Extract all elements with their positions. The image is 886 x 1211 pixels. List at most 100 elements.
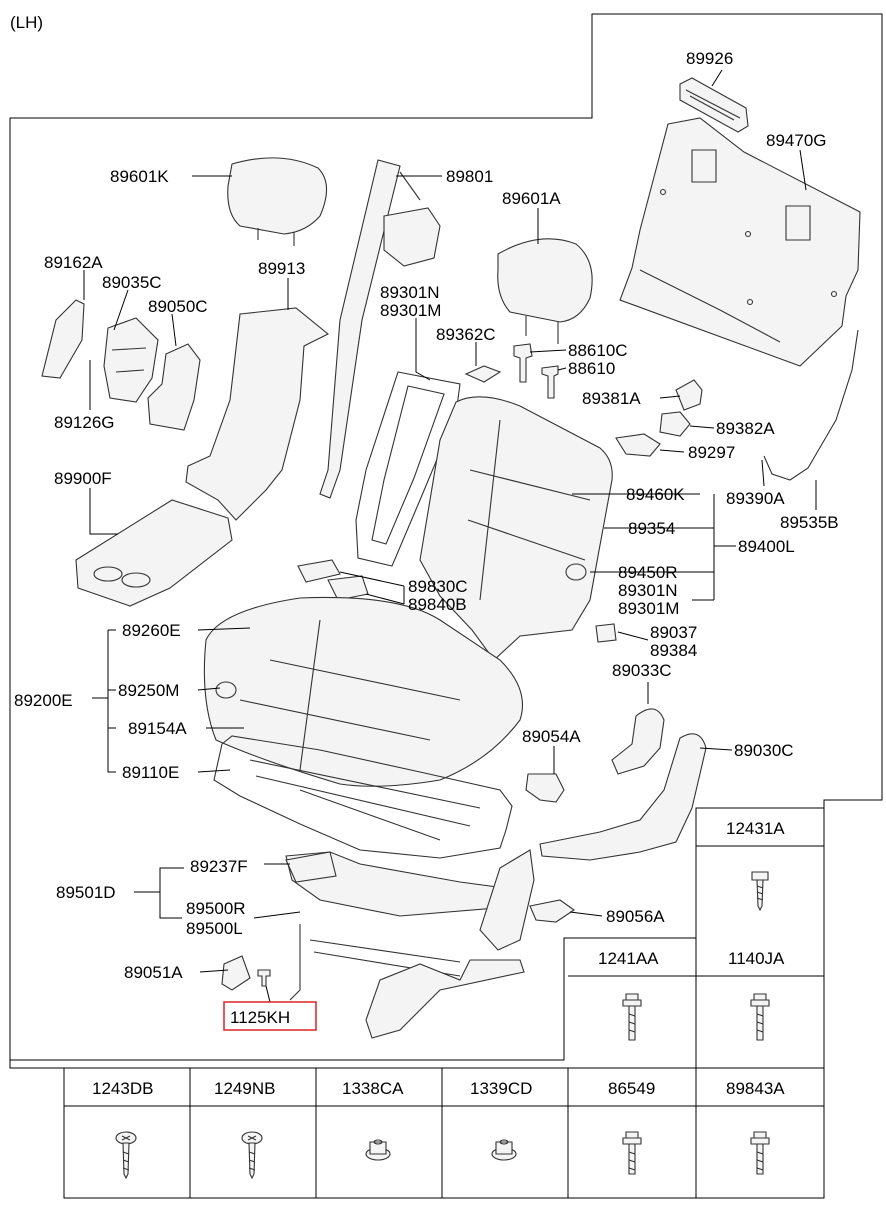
part-89200E-illustration bbox=[203, 596, 524, 787]
part-89237F-illustration bbox=[285, 851, 337, 883]
callout-89126G: 89126G bbox=[54, 413, 115, 432]
callout-89301N-upper: 89301N bbox=[380, 283, 440, 302]
callout-89362C: 89362C bbox=[436, 325, 496, 344]
callout-89450R: 89450R bbox=[618, 563, 678, 582]
hw-1241AA-label: 1241AA bbox=[598, 949, 659, 968]
callout-89381A: 89381A bbox=[582, 389, 641, 408]
part-89162A-illustration bbox=[41, 299, 85, 379]
part-89900F-illustration bbox=[75, 499, 233, 607]
flange-bolt-icon bbox=[622, 993, 642, 1041]
phillips-screw-icon bbox=[115, 1131, 137, 1180]
highlighted-callout-1125KH: 1125KH bbox=[223, 1001, 317, 1031]
callout-89390A: 89390A bbox=[726, 489, 785, 508]
callout-89400L: 89400L bbox=[738, 537, 795, 556]
callout-89913: 89913 bbox=[258, 259, 305, 278]
part-89400L-illustration bbox=[419, 396, 613, 661]
part-89050C-illustration bbox=[147, 343, 201, 431]
callout-89500R: 89500R bbox=[186, 899, 246, 918]
callout-89301M-upper: 89301M bbox=[380, 301, 441, 320]
part-89297-illustration bbox=[615, 433, 661, 457]
flange-bolt-icon bbox=[750, 993, 770, 1041]
part-89056A-illustration bbox=[529, 899, 575, 923]
callout-89384: 89384 bbox=[650, 641, 697, 660]
diagram-frame bbox=[9, 13, 883, 1199]
part-89913-illustration bbox=[185, 307, 330, 521]
callout-89154A: 89154A bbox=[128, 719, 187, 738]
part-89601K-illustration bbox=[227, 157, 328, 246]
hardware-table: 12431A 1241AA 1140JA 1243DB 1249NB 1338C… bbox=[64, 819, 824, 1198]
callout-89354: 89354 bbox=[628, 519, 675, 538]
callout-89501D: 89501D bbox=[56, 883, 116, 902]
part-89840B-illustration bbox=[327, 575, 369, 601]
hw-12431A-label: 12431A bbox=[726, 819, 785, 838]
callout-89601K: 89601K bbox=[110, 167, 169, 186]
callout-89460K: 89460K bbox=[626, 485, 685, 504]
callout-89110E: 89110E bbox=[122, 763, 179, 782]
leader-lines bbox=[83, 69, 817, 1003]
part-89801-illustration bbox=[319, 159, 441, 499]
part-89382A-illustration bbox=[659, 411, 691, 437]
callout-89037: 89037 bbox=[650, 623, 697, 642]
hw-1140JA-label: 1140JA bbox=[728, 949, 785, 968]
phillips-screw-icon bbox=[241, 1131, 263, 1180]
part-89470G-illustration bbox=[619, 117, 861, 367]
seatback-frame-illustration bbox=[355, 371, 461, 567]
flange-nut-icon bbox=[365, 1139, 391, 1161]
callout-89050C: 89050C bbox=[148, 297, 208, 316]
hw-1249NB-label: 1249NB bbox=[214, 1079, 275, 1098]
callout-89601A: 89601A bbox=[502, 189, 561, 208]
part-89926-illustration bbox=[679, 77, 749, 133]
hw-89843A-label: 89843A bbox=[726, 1079, 785, 1098]
callout-89051A: 89051A bbox=[124, 963, 183, 982]
callout-89830C: 89830C bbox=[408, 577, 468, 596]
callout-89297: 89297 bbox=[688, 443, 735, 462]
hw-1339CD-label: 1339CD bbox=[470, 1079, 532, 1098]
hw-86549-label: 86549 bbox=[608, 1079, 655, 1098]
callout-89900F: 89900F bbox=[54, 469, 112, 488]
callout-89926: 89926 bbox=[686, 49, 733, 68]
flange-bolt-icon bbox=[622, 1131, 642, 1175]
flange-nut-icon bbox=[491, 1139, 517, 1161]
screw-icon bbox=[751, 871, 769, 912]
callout-89035C: 89035C bbox=[102, 273, 162, 292]
part-89830C-illustration bbox=[297, 559, 341, 583]
flange-bolt-icon bbox=[750, 1131, 770, 1175]
view-label: (LH) bbox=[10, 13, 43, 32]
callout-89382A: 89382A bbox=[716, 419, 775, 438]
callout-89033C: 89033C bbox=[612, 661, 672, 680]
callout-labels: 89926 89470G 89601K 89801 89601A 89162A … bbox=[14, 49, 839, 982]
callout-89237F: 89237F bbox=[190, 857, 248, 876]
part-89601A-illustration bbox=[497, 238, 593, 344]
callout-89250M: 89250M bbox=[118, 681, 179, 700]
callout-89200E: 89200E bbox=[14, 691, 73, 710]
callout-89840B: 89840B bbox=[408, 595, 467, 614]
callout-89500L: 89500L bbox=[186, 919, 243, 938]
callout-88610C: 88610C bbox=[568, 341, 628, 360]
part-89381A-illustration bbox=[675, 379, 703, 411]
callout-89260E: 89260E bbox=[122, 621, 181, 640]
callout-89056A: 89056A bbox=[606, 907, 665, 926]
part-88610C-illustration bbox=[513, 343, 533, 383]
part-89535B-illustration bbox=[763, 329, 859, 481]
part-89035C-illustration bbox=[103, 317, 159, 403]
part-89051A-illustration bbox=[221, 955, 251, 991]
part-89037-illustration bbox=[595, 623, 617, 643]
callout-89470G: 89470G bbox=[766, 131, 827, 150]
callout-1125KH: 1125KH bbox=[230, 1008, 290, 1027]
part-1125KH-illustration bbox=[257, 969, 271, 987]
callout-89162A: 89162A bbox=[44, 253, 103, 272]
callout-89301M-lower: 89301M bbox=[618, 599, 679, 618]
callout-89535B: 89535B bbox=[780, 513, 839, 532]
part-89033C-illustration bbox=[611, 708, 665, 775]
highlight-box bbox=[223, 1001, 317, 1031]
part-89110E-illustration bbox=[213, 735, 513, 859]
callout-89801: 89801 bbox=[446, 167, 493, 186]
callout-89054A: 89054A bbox=[522, 727, 581, 746]
part-88610-illustration bbox=[541, 365, 559, 399]
callout-88610: 88610 bbox=[568, 359, 615, 378]
part-89362C-illustration bbox=[464, 365, 502, 383]
callout-89030C: 89030C bbox=[734, 741, 794, 760]
callout-89301N-lower: 89301N bbox=[618, 581, 678, 600]
part-89054A-illustration bbox=[525, 773, 565, 803]
